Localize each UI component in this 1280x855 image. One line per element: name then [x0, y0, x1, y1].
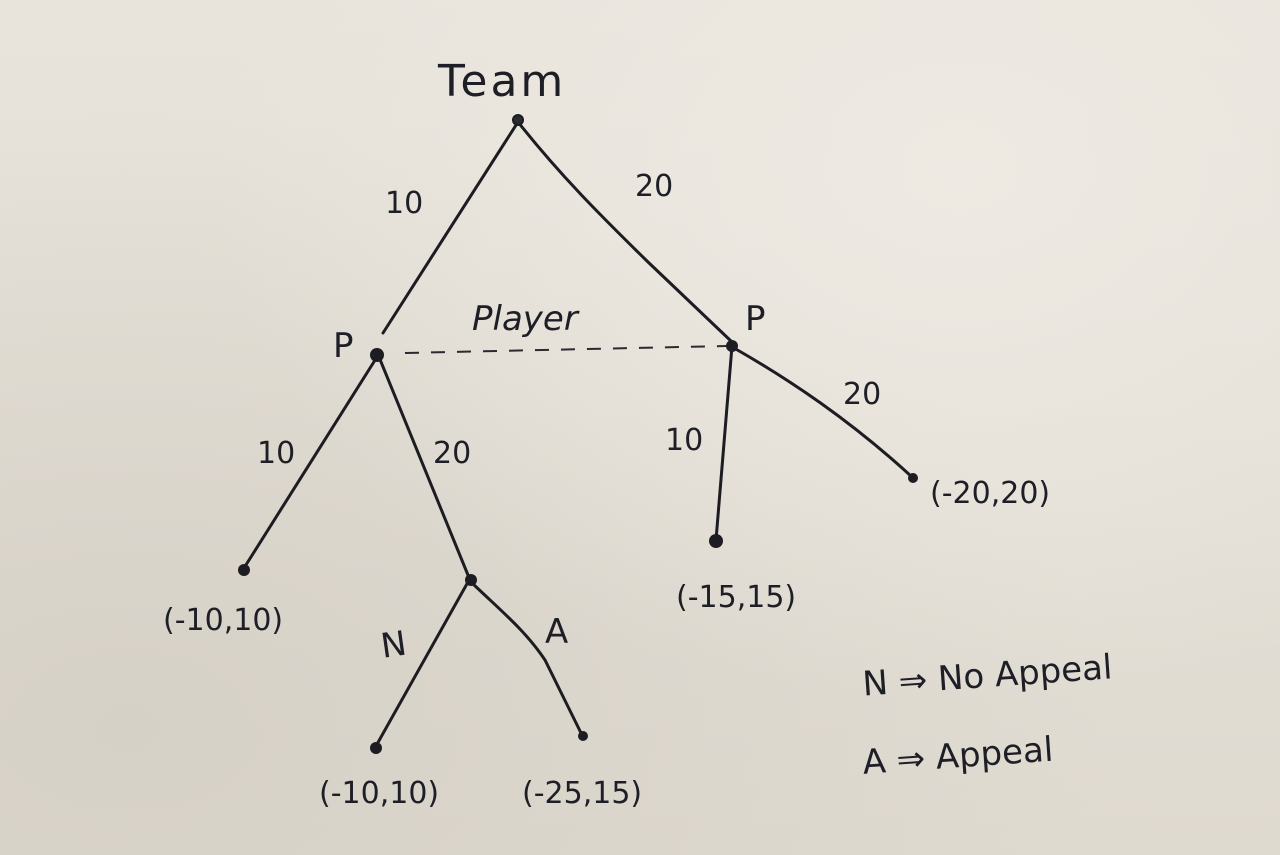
- team-edge-left-label: 10: [385, 186, 423, 221]
- right-player-edge-right-label: 20: [843, 377, 881, 412]
- left-player-node: [370, 348, 384, 362]
- right-player-node: [726, 340, 738, 352]
- payoff-left-leaf: (-10,10): [163, 603, 283, 638]
- edge-team-to-right-player: [516, 120, 734, 344]
- legend-appeal: A ⇒ Appeal: [861, 730, 1054, 783]
- payoff-right-20-leaf: (-20,20): [930, 476, 1050, 511]
- right-player-label: P: [745, 299, 766, 339]
- no-appeal-edge-label: N: [378, 624, 409, 667]
- left-player-label: P: [333, 326, 354, 366]
- appeal-edge-label: A: [545, 612, 568, 652]
- team-decision-node: [512, 114, 524, 126]
- information-set-dashed-line: [404, 345, 727, 354]
- appeal-decision-node: [465, 574, 477, 586]
- edge-right-player-to-20-leaf: [732, 346, 914, 479]
- info-set-label: Player: [472, 299, 580, 339]
- team-edge-right-label: 20: [635, 169, 673, 204]
- leaf-right-20: [908, 473, 918, 483]
- leaf-appeal: [578, 731, 588, 741]
- leaf-no-appeal: [370, 742, 382, 754]
- edge-appeal-node-to-appeal-leaf: [469, 580, 584, 737]
- leaf-left: [238, 564, 250, 576]
- payoff-no-appeal-leaf: (-10,10): [319, 776, 439, 811]
- left-player-edge-left-label: 10: [257, 436, 295, 471]
- left-player-edge-right-label: 20: [433, 436, 471, 471]
- edge-left-player-to-left-leaf: [242, 355, 379, 570]
- edge-right-player-to-10-leaf: [714, 344, 734, 542]
- payoff-appeal-leaf: (-25,15): [522, 776, 642, 811]
- root-label: Team: [437, 56, 566, 107]
- edge-team-to-left-player: [381, 120, 520, 335]
- edge-left-player-to-appeal-node: [377, 355, 472, 582]
- payoff-right-10-leaf: (-15,15): [676, 580, 796, 615]
- edge-appeal-node-to-no-appeal-leaf: [374, 580, 470, 748]
- legend-no-appeal: N ⇒ No Appeal: [861, 647, 1113, 704]
- leaf-right-10: [709, 534, 723, 548]
- right-player-edge-left-label: 10: [665, 423, 703, 458]
